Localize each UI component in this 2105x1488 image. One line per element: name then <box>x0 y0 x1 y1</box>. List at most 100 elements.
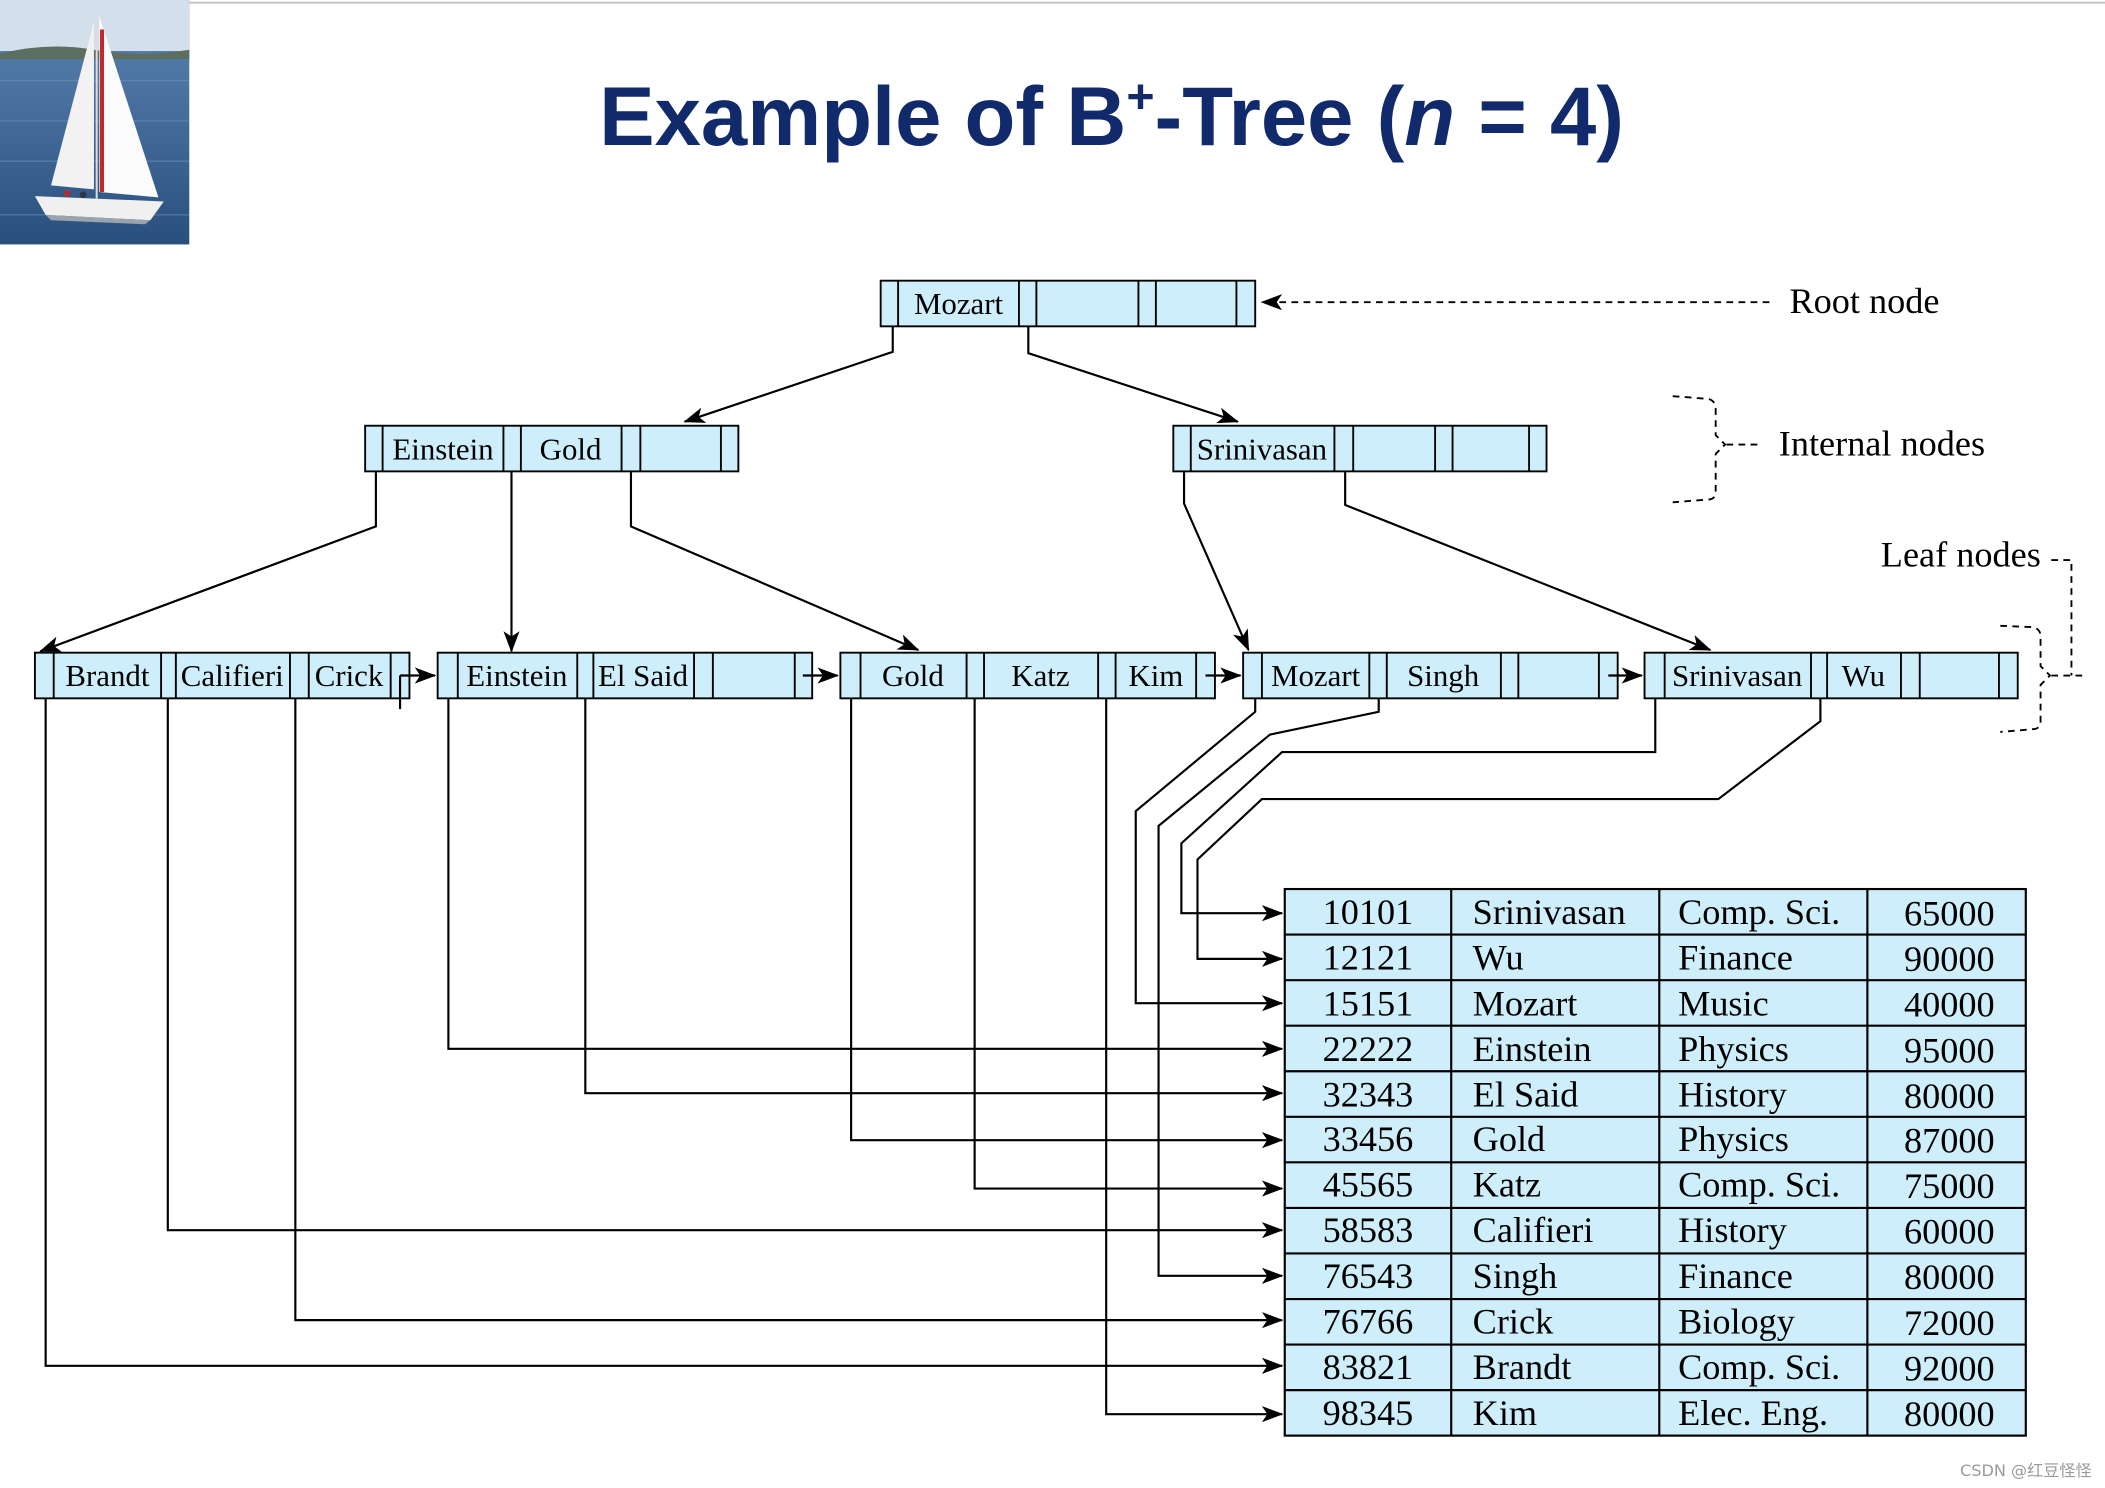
node-key: Srinivasan <box>1197 431 1327 466</box>
leaf-node-1: Brandt Califieri Crick <box>33 651 411 700</box>
cell-id: 45565 <box>1323 1165 1414 1205</box>
title-mid: -Tree ( <box>1155 70 1405 163</box>
cell-salary: 87000 <box>1904 1120 1995 1160</box>
cell-salary: 92000 <box>1904 1349 1995 1389</box>
node-key: Gold <box>882 658 944 693</box>
cell-salary: 65000 <box>1904 893 1995 933</box>
leaf-nodes-label: Leaf nodes <box>1881 535 2041 575</box>
cell-name: Mozart <box>1473 983 1578 1023</box>
cell-name: El Said <box>1473 1075 1579 1115</box>
cell-salary: 80000 <box>1904 1076 1995 1116</box>
root-node: Mozart <box>879 279 1257 328</box>
record-pointers <box>44 698 1822 1423</box>
tree-edge <box>683 326 894 423</box>
watermark: CSDN @红豆怪怪 <box>1960 1461 2092 1480</box>
leaf-node-4: Mozart Singh <box>1242 651 1619 700</box>
node-key: Einstein <box>392 431 493 466</box>
table-row: 12121 Wu Finance 90000 <box>1323 938 1995 979</box>
cell-id: 98345 <box>1323 1393 1414 1433</box>
cell-name: Wu <box>1473 938 1524 978</box>
node-key: Califieri <box>181 658 284 693</box>
root-node-label: Root node <box>1790 281 1940 321</box>
leaf-node-3: Gold Katz Kim <box>839 651 1216 700</box>
cell-name: Crick <box>1473 1302 1554 1342</box>
node-key: Einstein <box>466 658 567 693</box>
table-row: 45565 Katz Comp. Sci. 75000 <box>1323 1165 1995 1206</box>
node-key: Gold <box>540 431 602 466</box>
record-pointer <box>1134 698 1284 1012</box>
cell-id: 32343 <box>1323 1075 1414 1115</box>
node-key: Crick <box>315 658 384 693</box>
title-variable: n <box>1404 70 1455 163</box>
leaf-node-5: Srinivasan Wu <box>1643 651 2019 700</box>
cell-name: Gold <box>1473 1119 1545 1159</box>
root-node-annotation: Root node <box>1260 281 1940 321</box>
cell-name: Einstein <box>1473 1029 1592 1069</box>
node-key: Katz <box>1011 658 1069 693</box>
title-suffix: = 4) <box>1455 70 1624 163</box>
cell-salary: 75000 <box>1904 1166 1995 1206</box>
table-row: 98345 Kim Elec. Eng. 80000 <box>1323 1393 1995 1434</box>
cell-id: 15151 <box>1323 983 1414 1023</box>
title-superscript: + <box>1126 70 1154 124</box>
cell-dept: Physics <box>1678 1029 1789 1069</box>
tree-edge <box>1344 471 1712 651</box>
node-key: Brandt <box>65 658 149 693</box>
record-pointer <box>166 698 1284 1239</box>
table-row: 33456 Gold Physics 87000 <box>1323 1119 1995 1160</box>
title-prefix: Example of B <box>599 70 1126 163</box>
internal-nodes-label: Internal nodes <box>1779 423 1985 463</box>
cell-salary: 80000 <box>1904 1257 1995 1297</box>
table-row: 32343 El Said History 80000 <box>1323 1075 1995 1116</box>
leaf-node-2: Einstein El Said <box>436 651 814 700</box>
table-row: 76766 Crick Biology 72000 <box>1323 1302 1995 1343</box>
table-row: 76543 Singh Finance 80000 <box>1323 1256 1995 1297</box>
table-row: 58583 Califieri History 60000 <box>1323 1210 1995 1251</box>
record-pointer <box>1180 698 1657 922</box>
cell-dept: Elec. Eng. <box>1678 1393 1828 1433</box>
node-key: Kim <box>1128 658 1183 693</box>
cell-dept: Comp. Sci. <box>1678 892 1840 932</box>
cell-dept: Biology <box>1678 1302 1795 1342</box>
record-pointer <box>973 698 1284 1197</box>
cell-salary: 72000 <box>1904 1303 1995 1343</box>
cell-id: 33456 <box>1323 1119 1414 1159</box>
cell-id: 22222 <box>1323 1029 1414 1069</box>
cell-dept: Finance <box>1678 1256 1793 1296</box>
slide-title: Example of B+-Tree (n = 4) <box>599 70 1624 163</box>
cell-name: Kim <box>1473 1393 1537 1433</box>
tree-edges <box>39 326 1712 653</box>
cell-salary: 40000 <box>1904 985 1995 1025</box>
cell-dept: Finance <box>1678 938 1793 978</box>
tree-edge <box>629 471 920 651</box>
cell-salary: 60000 <box>1904 1212 1995 1252</box>
cell-id: 12121 <box>1323 938 1414 978</box>
leaf-sibling-pointers <box>398 667 1644 710</box>
node-key: Mozart <box>914 286 1004 321</box>
node-key: Srinivasan <box>1672 658 1802 693</box>
cell-name: Singh <box>1473 1256 1558 1296</box>
record-pointer <box>850 698 1284 1149</box>
record-pointer <box>1157 698 1380 1284</box>
internal-node-1: Einstein Gold <box>364 424 740 473</box>
sailboat-photo <box>0 0 190 245</box>
table-row: 10101 Srinivasan Comp. Sci. 65000 <box>1323 892 1995 933</box>
record-pointer <box>584 698 1284 1102</box>
record-table: 10101 Srinivasan Comp. Sci. 65000 12121 … <box>1283 887 2027 1437</box>
record-pointer <box>447 698 1284 1057</box>
cell-name: Katz <box>1473 1165 1541 1205</box>
cell-dept: History <box>1678 1210 1787 1250</box>
node-key: El Said <box>598 658 689 693</box>
cell-dept: Music <box>1678 983 1769 1023</box>
table-row: 15151 Mozart Music 40000 <box>1323 983 1995 1024</box>
cell-name: Srinivasan <box>1473 892 1626 932</box>
cell-id: 76543 <box>1323 1256 1414 1296</box>
cell-name: Califieri <box>1473 1210 1594 1250</box>
table-row: 22222 Einstein Physics 95000 <box>1323 1029 1995 1070</box>
cell-id: 10101 <box>1323 892 1414 932</box>
tree-edge <box>1027 326 1240 424</box>
cell-dept: Comp. Sci. <box>1678 1165 1840 1205</box>
table-row: 83821 Brandt Comp. Sci. 92000 <box>1323 1347 1995 1388</box>
cell-dept: Comp. Sci. <box>1678 1347 1840 1387</box>
cell-id: 83821 <box>1323 1347 1414 1387</box>
